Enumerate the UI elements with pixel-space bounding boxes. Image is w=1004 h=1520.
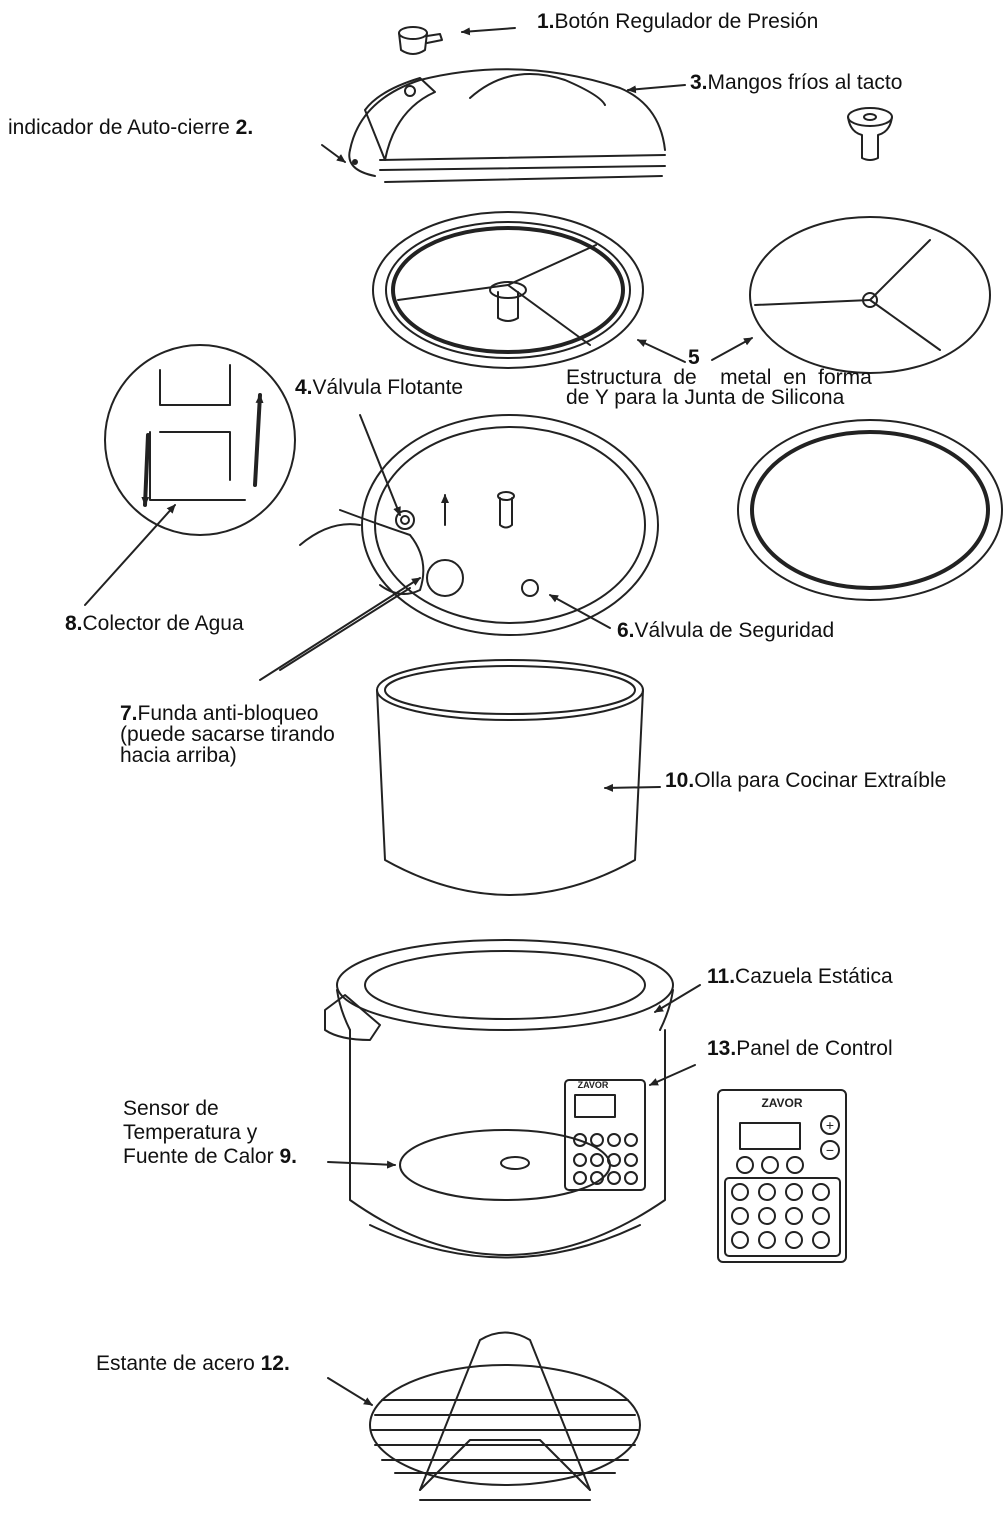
label-5-line2: de Y para la Junta de Silicona xyxy=(566,386,845,409)
inner-cooking-pot xyxy=(376,659,644,896)
silicone-gasket xyxy=(737,419,1003,601)
gasket-ring-with-y-structure xyxy=(372,211,644,369)
label-5-number: 5 xyxy=(688,346,700,369)
label-9: Sensor de Temperatura y Fuente de Calor … xyxy=(123,1097,297,1168)
label-10: 10.Olla para Cocinar Extraíble xyxy=(665,769,947,792)
label-6: 6.Válvula de Seguridad xyxy=(617,619,835,642)
plus-symbol: + xyxy=(826,1117,834,1133)
label-8: 8.Colector de Agua xyxy=(65,612,244,635)
label-2: indicador de Auto-cierre 2. xyxy=(8,116,254,139)
steel-rack xyxy=(369,1331,641,1501)
label-13: 13.Panel de Control xyxy=(707,1037,893,1060)
leader-lines xyxy=(84,27,753,1406)
minus-symbol: − xyxy=(826,1142,834,1158)
cooker-base-unit xyxy=(324,939,674,1259)
label-7: 7.Funda anti-bloqueo (puede sacarse tira… xyxy=(120,702,335,767)
label-4: 4.Válvula Flotante xyxy=(295,376,464,399)
lid-underside xyxy=(299,414,659,636)
y-metal-structure xyxy=(749,216,991,374)
brand-text-base: ZAVOR xyxy=(578,1080,609,1090)
water-collector-detail xyxy=(104,344,296,536)
cool-touch-handle xyxy=(847,107,893,161)
label-1: 1.Botón Regulador de Presión xyxy=(537,10,819,33)
label-9-line1: Sensor de xyxy=(123,1097,219,1120)
control-panel-detail xyxy=(717,1089,847,1263)
brand-text-panel: ZAVOR xyxy=(761,1096,802,1110)
label-7-line3: hacia arriba) xyxy=(120,744,237,767)
label-7-line2: (puede sacarse tirando xyxy=(120,723,335,746)
label-11: 11.Cazuela Estática xyxy=(707,965,893,988)
label-9-line2: Temperatura y xyxy=(123,1121,258,1144)
label-5-line1: Estructura de metal en forma xyxy=(566,366,872,389)
pressure-regulator-knob xyxy=(398,26,443,55)
label-3: 3.Mangos fríos al tacto xyxy=(690,71,903,94)
lid-illustration xyxy=(348,68,666,183)
label-12: Estante de acero 12. xyxy=(96,1352,290,1375)
